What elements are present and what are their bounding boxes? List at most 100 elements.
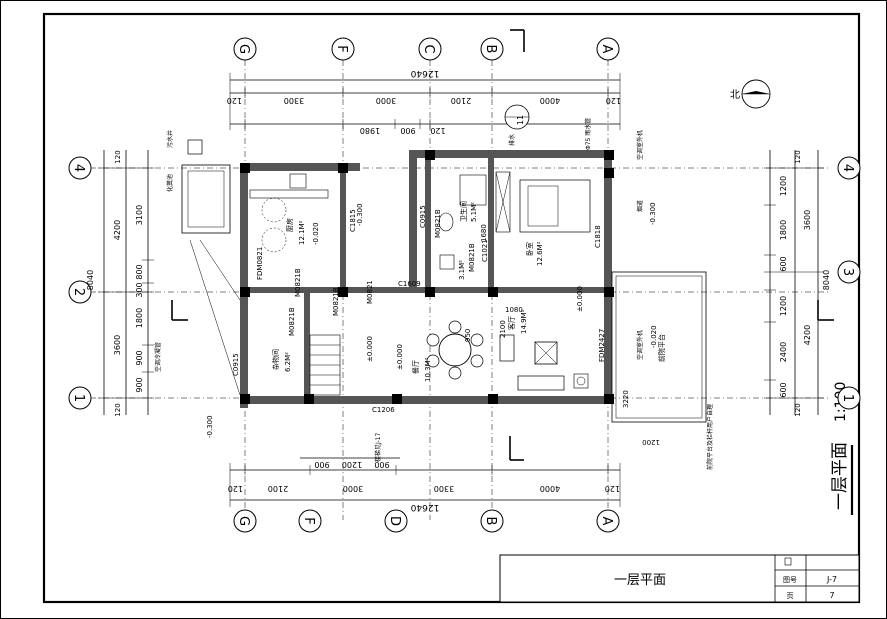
dim-top-seg-5: 4000 — [540, 96, 560, 105]
dim-top-open-3: 120 — [430, 126, 445, 135]
grid-label-bottom-4: B — [483, 517, 498, 526]
grid-label-right-1: 4 — [840, 164, 855, 172]
room-dining-area: 10.3M² — [424, 357, 432, 382]
dim-bottom-open-3: 900 — [374, 460, 389, 469]
north-arrow: 北 — [730, 79, 771, 109]
septic-tank — [181, 139, 241, 396]
drawing-no-label: 图号 — [783, 576, 797, 584]
section-cut-marks — [171, 29, 834, 461]
note-stair: 楼梯见J-17 — [374, 432, 382, 462]
dim-left-edge-1: 120 — [114, 150, 122, 163]
grid-bubbles-bottom: G F D B A — [233, 509, 620, 533]
note-drain2: 排水 — [508, 134, 516, 146]
dim-right-inner-2: 1800 — [779, 220, 788, 240]
dim-top-seg-3: 3000 — [376, 96, 396, 105]
page-no: 7 — [829, 591, 834, 600]
room-living-name: 客厅 — [507, 316, 516, 330]
dim-right-inner-3: 600 — [779, 256, 788, 271]
dimensions-left — [98, 150, 154, 415]
code-m0821b-a: M0821B — [294, 268, 302, 297]
section-marker: 11 — [504, 104, 530, 130]
dim-bottom-seg-1: 120 — [228, 484, 243, 493]
grid-label-bottom-3: D — [387, 516, 402, 526]
misc-dim-810: 3220 — [622, 390, 630, 408]
dim-left-inner-2: 800 — [135, 264, 144, 279]
grid-label-top-5: A — [599, 45, 614, 54]
room-bath-name: 卫生间 — [459, 201, 468, 222]
dim-left-inner-6: 900 — [135, 377, 144, 392]
note-drain: Φ75 雨水管 — [584, 118, 592, 150]
dim-left-inner-4: 1800 — [135, 308, 144, 328]
misc-dim-3220: 1200 — [642, 438, 660, 446]
level-dining: ±0.000 — [396, 344, 404, 370]
dim-left-outer-2: 3600 — [113, 335, 122, 355]
room-living-area: 14.9M² — [520, 309, 528, 334]
level-corridor: -0.300 — [356, 203, 364, 226]
grid-label-bottom-1: G — [236, 516, 251, 526]
dim-right-outer-2: 4200 — [803, 325, 812, 345]
room-bedroom-area: 12.6M² — [536, 241, 544, 266]
dim-right-total: 8040 — [822, 270, 831, 290]
dim-left-edge-2: 120 — [114, 403, 122, 416]
dim-bottom-open-1: 900 — [314, 460, 329, 469]
dim-bottom-seg-4: 3300 — [434, 484, 454, 493]
dining-table — [426, 320, 484, 380]
dim-right-edge-2: 120 — [794, 403, 802, 416]
note-aircon-top: 空调室外机 — [636, 130, 644, 160]
note-rail: 前院平台及栏杆用户自理 — [706, 404, 714, 470]
dim-right-edge-1: 120 — [794, 150, 802, 163]
building-walls — [240, 150, 614, 408]
title-block: 一层平面 图号 J-7 页 7 — [499, 554, 860, 603]
room-storage-name: 杂物间 — [271, 349, 280, 370]
section-marker-no: 11 — [516, 115, 525, 125]
dim-right-inner-6: 600 — [779, 382, 788, 397]
grid-label-bottom-5: A — [599, 517, 614, 526]
level-terrace: -0.020 — [650, 325, 658, 348]
room-bath-area: 5.1M² — [470, 202, 478, 222]
grid-label-top-2: F — [334, 45, 349, 52]
north-label: 北 — [730, 89, 740, 101]
grid-label-right-3: 1 — [840, 394, 855, 402]
dim-top-open-2: 900 — [400, 126, 415, 135]
dim-right-outer-1: 3600 — [803, 210, 812, 230]
level-outside-right: -0.300 — [649, 202, 657, 225]
dim-left-inner-3: 300 — [135, 282, 144, 297]
code-c1609: C1609 — [398, 280, 421, 288]
grid-label-top-4: B — [483, 45, 498, 54]
kitchen-fixtures — [249, 173, 329, 253]
dim-top-open-1: 1980 — [360, 126, 380, 135]
code-c1815: C1815 — [349, 209, 357, 232]
dim-right-inner-1: 1200 — [779, 176, 788, 196]
grid-label-bottom-2: F — [301, 517, 316, 524]
grid-label-left-3: 1 — [71, 394, 86, 402]
dim-bottom-total: 12640 — [410, 502, 439, 512]
code-c1206: C1206 — [372, 406, 395, 414]
room-storage-area: 6.2M² — [284, 352, 292, 372]
misc-dim-950: 950 — [464, 329, 472, 342]
dim-left-outer-1: 4200 — [113, 220, 122, 240]
dim-top-seg-4: 2100 — [451, 96, 471, 105]
front-terrace — [611, 271, 707, 423]
dim-top-total: 12640 — [410, 68, 439, 78]
sheet-frame — [42, 12, 861, 604]
dim-left-inner-5: 900 — [135, 350, 144, 365]
scale-title: 一层平面 — [830, 442, 850, 510]
room-kitchen-name: 厨房 — [285, 218, 294, 232]
room-terrace-name: 前院平台 — [657, 334, 666, 362]
note-pipe: 空调冷凝管 — [154, 342, 162, 372]
grid-bubbles-top: G F C B A — [233, 37, 620, 61]
dimensions-top — [229, 73, 621, 130]
misc-dim-1080: 1080 — [505, 306, 523, 314]
grid-label-left-2: 2 — [71, 288, 86, 296]
dim-bottom-open-2: 1200 — [342, 460, 362, 469]
dim-right-inner-4: 1200 — [779, 296, 788, 316]
grid-bubbles-left: 4 2 1 — [68, 156, 92, 410]
dim-left-inner-1: 3100 — [135, 205, 144, 225]
code-m0821b-b: M0821B — [288, 307, 296, 336]
level-outside-left: -0.300 — [206, 415, 214, 438]
bedroom-furniture — [495, 171, 591, 233]
dim-top-seg-1: 120 — [227, 96, 242, 105]
level-kitchen: -0.020 — [312, 222, 320, 245]
dim-right-inner-5: 2400 — [779, 342, 788, 362]
room-kitchen-area: 12.1M² — [298, 220, 306, 245]
